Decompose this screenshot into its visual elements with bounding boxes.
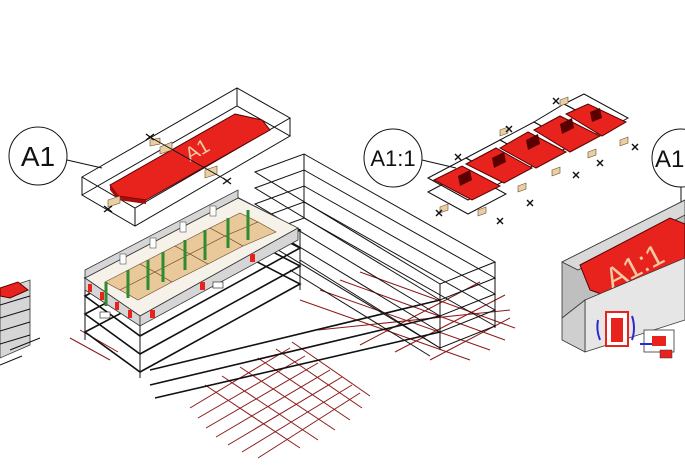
callout-a1-right[interactable]: A1 <box>651 128 685 215</box>
left-partial-building[interactable] <box>0 279 41 366</box>
callout-a1-1-middle[interactable]: A1:1 <box>363 128 457 188</box>
callout-a1-left[interactable]: A1 <box>8 126 103 186</box>
floor-cluster-a1-1[interactable] <box>426 93 639 225</box>
callout-a1-left-label: A1 <box>21 141 55 172</box>
ground-grid-bottom <box>189 341 371 459</box>
l-shaped-building[interactable] <box>83 153 497 399</box>
solid-building-a1-1[interactable]: A1:1 <box>561 199 685 359</box>
isolated-floor-a1[interactable]: A1 <box>81 87 292 227</box>
callout-a1-1-label: A1:1 <box>370 146 415 171</box>
callout-a1-right-label: A1 <box>655 146 684 173</box>
grip-markers[interactable] <box>103 133 232 213</box>
